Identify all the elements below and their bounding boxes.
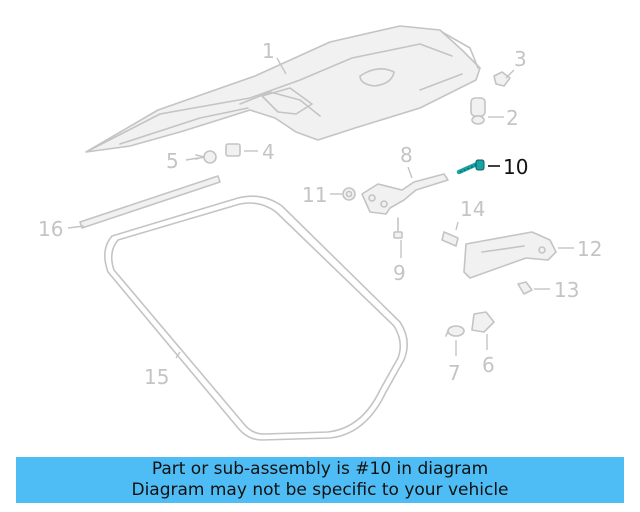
screw-part-7 xyxy=(445,325,465,337)
trunk-lid-part xyxy=(85,25,481,153)
callout-4: 4 xyxy=(262,140,275,164)
callout-14: 14 xyxy=(460,197,485,221)
screw-part-13 xyxy=(517,281,533,295)
callout-13: 13 xyxy=(554,278,579,302)
leader-lines xyxy=(67,57,574,359)
callout-1: 1 xyxy=(262,39,275,63)
bolt-part-10-highlighted xyxy=(456,159,485,175)
callout-labels: 1 2 3 4 5 6 7 8 9 10 11 12 13 14 15 16 xyxy=(38,39,602,389)
retainer-part xyxy=(225,143,241,157)
callout-12: 12 xyxy=(577,237,602,261)
callout-2: 2 xyxy=(506,106,519,130)
callout-6: 6 xyxy=(482,353,495,377)
bumper-stop-part xyxy=(470,97,486,125)
bolt-part-14 xyxy=(441,231,459,247)
hinge-part xyxy=(361,173,449,215)
callout-5: 5 xyxy=(166,149,179,173)
bolt-part-9 xyxy=(393,217,403,239)
banner-line-2: Diagram may not be specific to your vehi… xyxy=(131,480,509,500)
nut-part xyxy=(342,187,356,201)
callout-11: 11 xyxy=(302,183,327,207)
callout-8: 8 xyxy=(400,143,413,167)
callout-3: 3 xyxy=(514,47,527,71)
callout-16: 16 xyxy=(38,217,63,241)
trunk-seal-part xyxy=(104,195,408,441)
weatherstrip-part xyxy=(79,175,221,229)
callout-9: 9 xyxy=(393,261,406,285)
screw-part-5 xyxy=(195,150,217,164)
parts-diagram: 1 2 3 4 5 6 7 8 9 10 11 12 13 14 15 16 xyxy=(38,25,602,441)
callout-15: 15 xyxy=(144,365,169,389)
callout-10-highlighted: 10 xyxy=(503,155,528,179)
clip-part xyxy=(493,71,511,87)
banner-line-1: Part or sub-assembly is #10 in diagram xyxy=(151,459,489,479)
bracket-part xyxy=(463,231,557,279)
clip-part-6 xyxy=(471,311,495,333)
callout-7: 7 xyxy=(448,361,461,385)
info-banner: Part or sub-assembly is #10 in diagram D… xyxy=(16,457,624,503)
